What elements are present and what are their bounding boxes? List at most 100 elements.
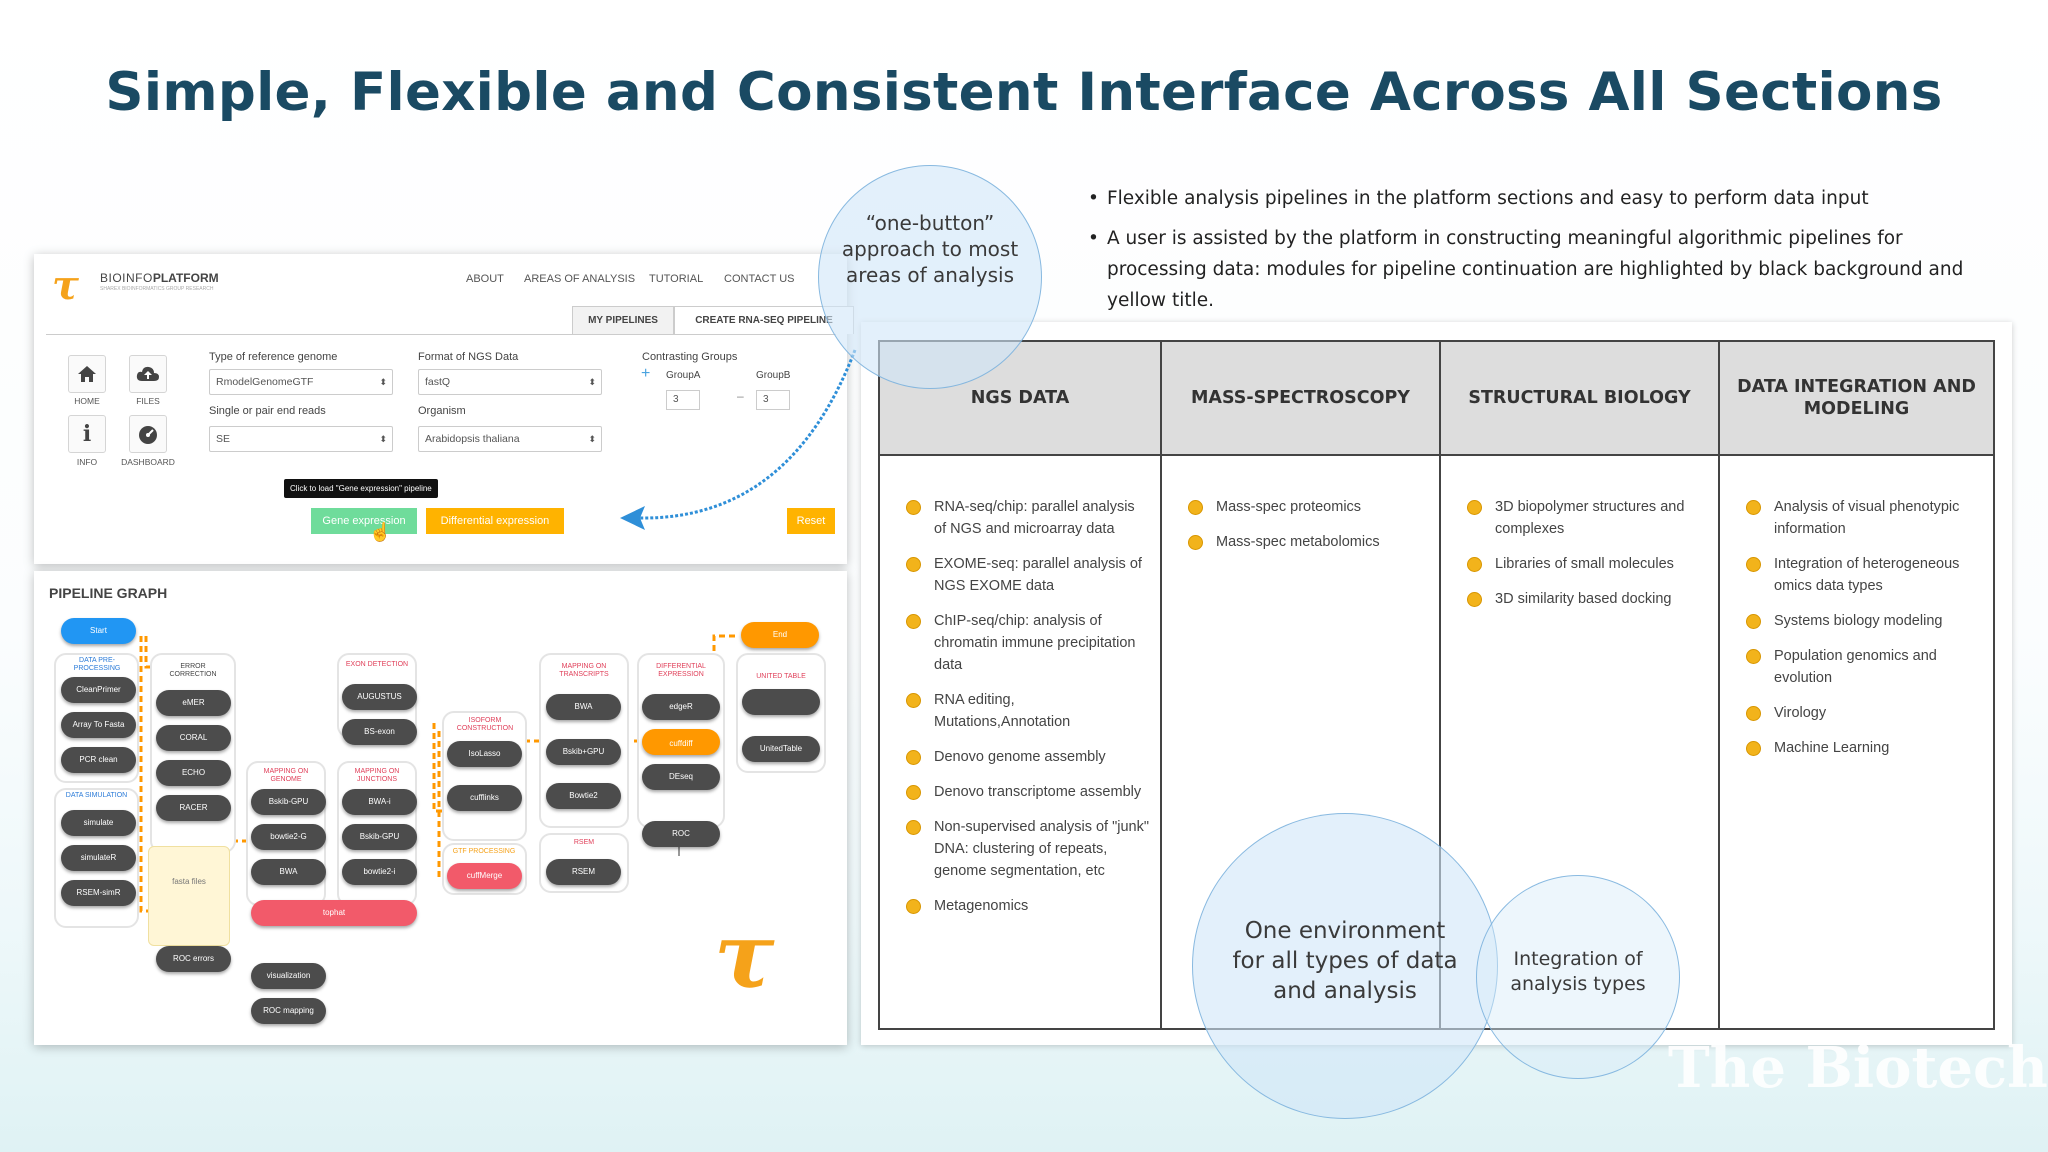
tab-my-pipelines[interactable]: MY PIPELINES [572, 306, 674, 334]
pipeline-node-visualization[interactable]: visualization [251, 963, 326, 989]
pipeline-node-emer[interactable]: eMER [156, 690, 231, 716]
bullet-dot-icon [1467, 592, 1482, 607]
organism-label: Organism [418, 405, 466, 417]
list-item[interactable]: Libraries of small molecules [1467, 553, 1708, 575]
select-caret-icon: ⬍ [379, 377, 387, 387]
pipeline-node-cuffdiff[interactable]: cuffdiff [642, 729, 720, 755]
group-label-error-correction: ERROR CORRECTION [169, 663, 217, 678]
pipeline-node-simulate[interactable]: simulate [61, 810, 136, 836]
files-label: FILES [136, 396, 160, 406]
list-item[interactable]: Integration of heterogeneous omics data … [1746, 553, 1983, 597]
list-item[interactable]: RNA-seq/chip: parallel analysis of NGS a… [906, 496, 1150, 540]
pipeline-node-bowtie2-g[interactable]: bowtie2-G [251, 824, 326, 850]
nav-contact-us[interactable]: CONTACT US [724, 273, 795, 285]
pipeline-node-rsem[interactable]: RSEM [546, 859, 621, 885]
pipeline-node-coral[interactable]: CORAL [156, 725, 231, 751]
pipeline-node-roc[interactable]: ROC [642, 821, 720, 847]
list-item[interactable]: 3D similarity based docking [1467, 588, 1708, 610]
pipeline-node-bskib-gpu-junctions[interactable]: Bskib-GPU [342, 824, 417, 850]
pipeline-node-pcr-clean[interactable]: PCR clean [61, 747, 136, 773]
remove-group-icon[interactable]: – [737, 389, 744, 403]
list-item[interactable]: Virology [1746, 702, 1983, 724]
pipeline-node-start[interactable]: Start [61, 618, 136, 644]
pipeline-node-edger[interactable]: edgeR [642, 694, 720, 720]
format-select[interactable]: fastQ⬍ [418, 369, 602, 395]
list-item[interactable]: Machine Learning [1746, 737, 1983, 759]
cloud-upload-icon [136, 366, 159, 381]
pipeline-node-bowtie2-transcripts[interactable]: Bowtie2 [546, 783, 621, 809]
bullet-dot-icon [906, 750, 921, 765]
list-item[interactable]: Metagenomics [906, 895, 1150, 917]
bullet-dot-icon [1746, 649, 1761, 664]
pipeline-node-bs-exon[interactable]: BS-exon [342, 719, 417, 745]
list-item[interactable]: EXOME-seq: parallel analysis of NGS EXOM… [906, 553, 1150, 597]
list-item[interactable]: Population genomics and evolution [1746, 645, 1983, 689]
list-item[interactable]: ChIP-seq/chip: analysis of chromatin imm… [906, 610, 1150, 676]
pipeline-node-simulater[interactable]: simulateR [61, 845, 136, 871]
pipeline-node-roc-errors[interactable]: ROC errors [156, 946, 231, 972]
group-label-gtf: GTF PROCESSING [452, 848, 516, 855]
pipeline-node-echo[interactable]: ECHO [156, 760, 231, 786]
add-group-icon[interactable]: + [641, 365, 651, 382]
bullet-dot-icon [1188, 500, 1203, 515]
group-b-input[interactable]: 3 [756, 390, 790, 410]
bullet-dot-icon [1746, 500, 1761, 515]
gene-expression-button[interactable]: Gene expression [311, 508, 417, 534]
list-item[interactable]: Non-supervised analysis of "junk" DNA: c… [906, 816, 1150, 882]
bullet-dot-icon [906, 500, 921, 515]
pipeline-node-united-table[interactable]: UnitedTable [742, 736, 820, 762]
integration-list: Analysis of visual phenotypic informatio… [1720, 456, 1993, 759]
pipeline-node-roc-mapping[interactable]: ROC mapping [251, 998, 326, 1024]
pipeline-node-bskib-gpu-transcripts[interactable]: Bskib+GPU [546, 739, 621, 765]
pipeline-node-bwa-transcripts[interactable]: BWA [546, 694, 621, 720]
pipeline-node-bskib-gpu[interactable]: Bskib-GPU [251, 789, 326, 815]
pipeline-node-isolasso[interactable]: IsoLasso [447, 741, 522, 767]
pipeline-node-cleanprimer[interactable]: CleanPrimer [61, 677, 136, 703]
list-item[interactable]: RNA editing, Mutations,Annotation [906, 689, 1150, 733]
analysis-areas-table: NGS DATA RNA-seq/chip: parallel analysis… [878, 340, 1995, 1030]
nav-about[interactable]: ABOUT [466, 273, 504, 285]
pipeline-node-cufflinks[interactable]: cufflinks [447, 785, 522, 811]
list-item[interactable]: Mass-spec metabolomics [1188, 531, 1429, 553]
dashboard-button[interactable] [129, 415, 167, 453]
pipeline-node-array-to-fasta[interactable]: Array To Fasta [61, 712, 136, 738]
bullet-dot-icon [1467, 557, 1482, 572]
group-a-input[interactable]: 3 [666, 390, 700, 410]
differential-expression-button[interactable]: Differential expression [426, 508, 564, 534]
pipeline-node-racer[interactable]: RACER [156, 795, 231, 821]
group-label-mapping-genome: MAPPING ON GENOME [263, 768, 309, 783]
info-button[interactable]: i [68, 415, 106, 453]
files-button[interactable] [129, 355, 167, 393]
pipeline-node-bowtie2-i[interactable]: bowtie2-i [342, 859, 417, 885]
reset-button[interactable]: Reset [787, 508, 835, 534]
list-item[interactable]: Mass-spec proteomics [1188, 496, 1429, 518]
nav-areas-of-analysis[interactable]: AREAS OF ANALYSIS [524, 273, 636, 285]
bullet-dot-icon [906, 614, 921, 629]
pipeline-node-bwa-genome[interactable]: BWA [251, 859, 326, 885]
callout-one-button: “one-button” approach to most areas of a… [818, 165, 1042, 389]
ref-genome-select[interactable]: RmodelGenomeGTF⬍ [209, 369, 393, 395]
organism-select[interactable]: Arabidopsis thaliana⬍ [418, 426, 602, 452]
bullet-dot-icon [1746, 557, 1761, 572]
pipeline-node-end[interactable]: End [741, 622, 819, 648]
pipeline-node-deseq[interactable]: DEseq [642, 764, 720, 790]
nav-tutorial[interactable]: TUTORIAL [649, 273, 704, 285]
list-item[interactable]: Systems biology modeling [1746, 610, 1983, 632]
pipeline-node-rsem-simr[interactable]: RSEM-simR [61, 880, 136, 906]
list-item[interactable]: Denovo transcriptome assembly [906, 781, 1150, 803]
home-button[interactable] [68, 355, 106, 393]
pipeline-node-augustus[interactable]: AUGUSTUS [342, 684, 417, 710]
group-label-united-table: UNITED TABLE [756, 673, 806, 680]
column-header: MASS-SPECTROSCOPY [1162, 342, 1439, 456]
pipeline-node-tophat[interactable]: tophat [251, 900, 417, 926]
pipeline-node-cuffmerge[interactable]: cuffMerge [447, 863, 522, 889]
list-item[interactable]: Analysis of visual phenotypic informatio… [1746, 496, 1983, 540]
list-item[interactable]: 3D biopolymer structures and complexes [1467, 496, 1708, 540]
pipeline-node-united-placeholder[interactable] [742, 689, 820, 715]
pipeline-node-bwa-i[interactable]: BWA-i [342, 789, 417, 815]
list-item[interactable]: Denovo genome assembly [906, 746, 1150, 768]
reads-select[interactable]: SE⬍ [209, 426, 393, 452]
dashboard-icon [139, 426, 157, 444]
bullet-dot-icon [906, 820, 921, 835]
bullet-dot-icon [1188, 535, 1203, 550]
